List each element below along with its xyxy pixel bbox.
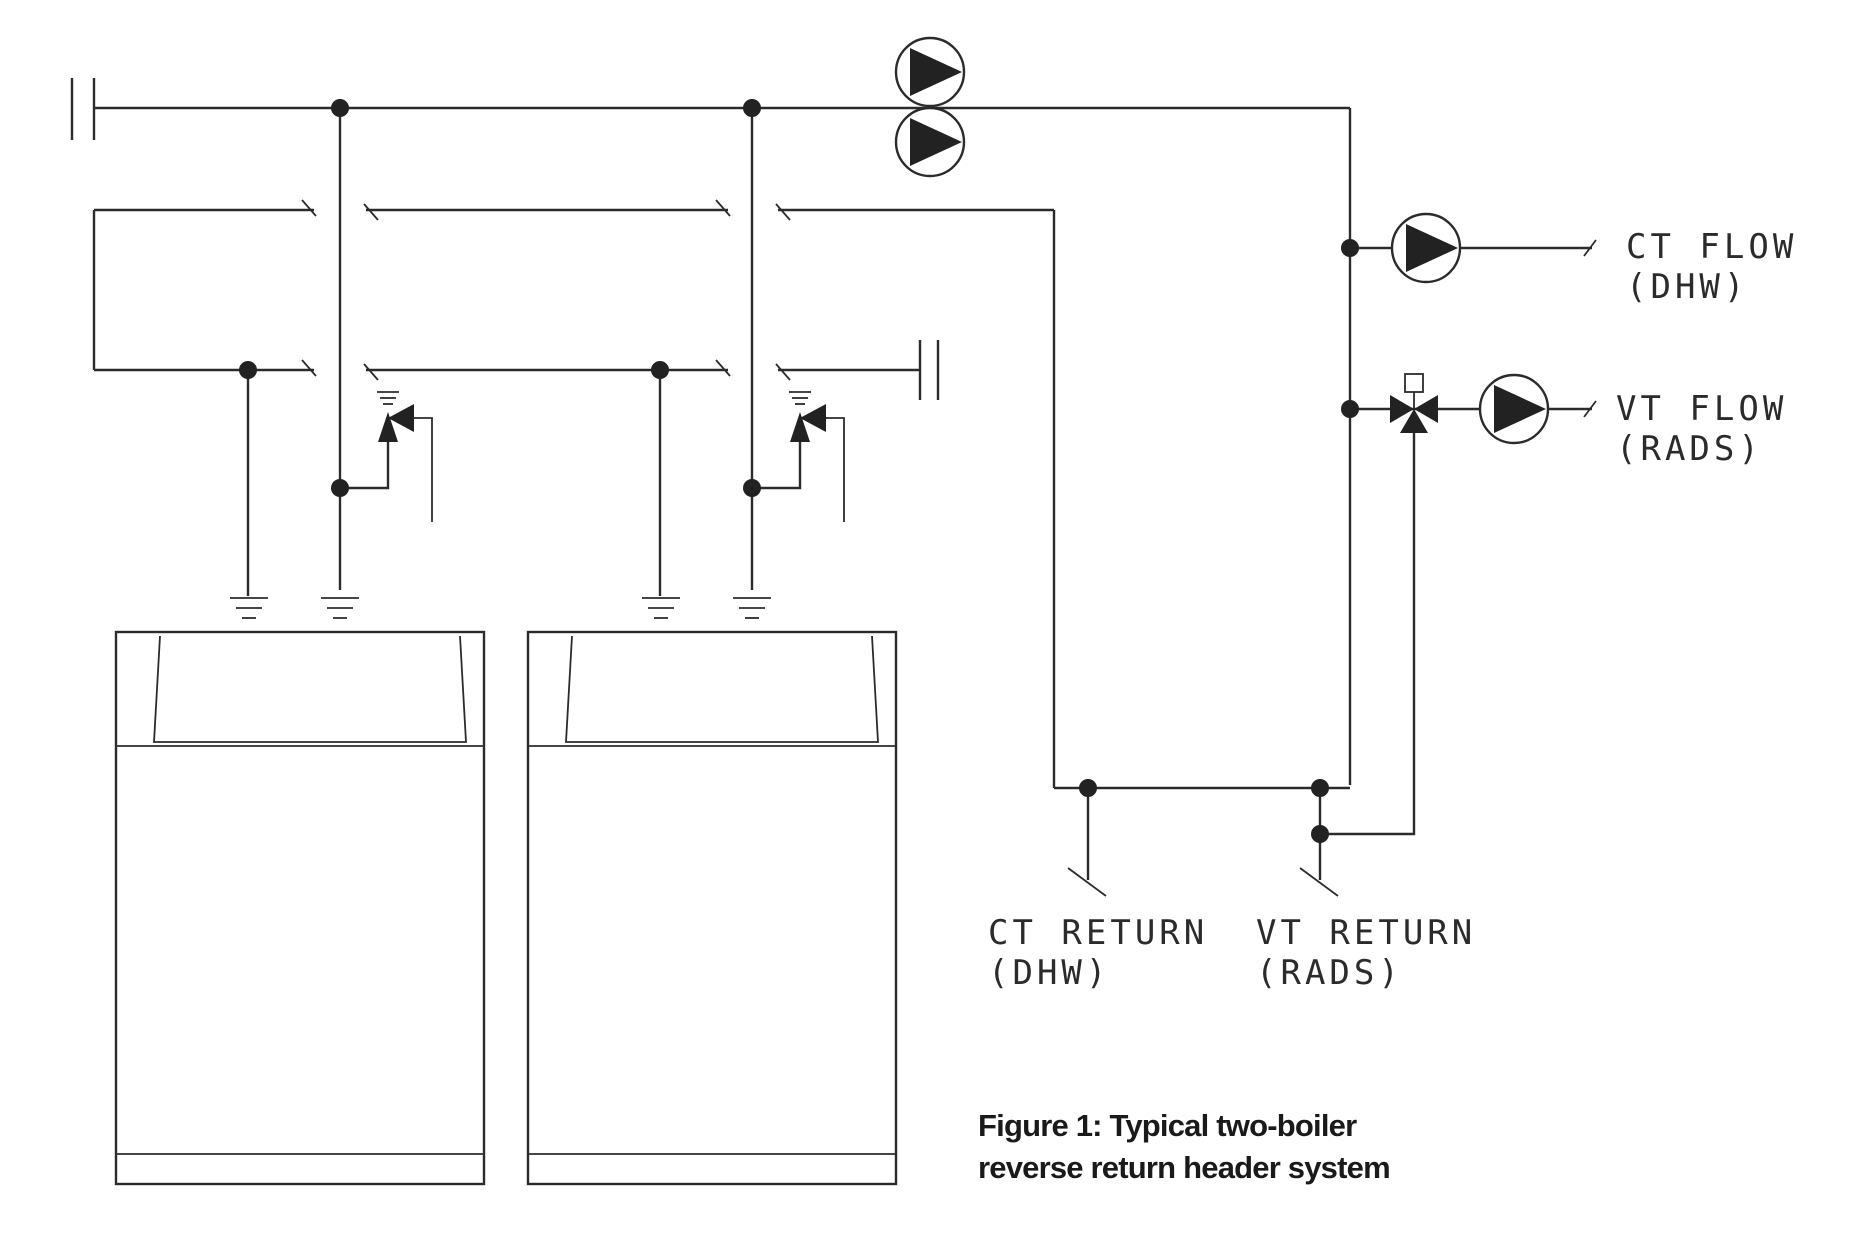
vt-flow-label: VT FLOW [1616, 389, 1787, 429]
junction-dots [239, 99, 1359, 843]
figure-caption: Figure 1: Typical two-boiler reverse ret… [978, 1105, 1538, 1189]
ct-flow-label: CT FLOW [1626, 227, 1797, 267]
ct-flow-sublabel: (DHW) [1626, 267, 1748, 307]
primary-pump-1 [894, 36, 966, 108]
ct-flow-branch [1350, 212, 1597, 284]
caption-line-2: reverse return header system [978, 1150, 1391, 1185]
boiler-2 [526, 630, 898, 1186]
ct-return-sublabel: (DHW) [988, 953, 1110, 993]
return-header [92, 199, 1350, 790]
vt-return-sublabel: (RADS) [1256, 953, 1403, 993]
mixing-valve [1320, 373, 1438, 836]
ct-return-outlet [1067, 788, 1107, 897]
boiler-1-connections [230, 108, 390, 619]
caption-line-1: Figure 1: Typical two-boiler [978, 1108, 1357, 1143]
boiler-1 [114, 630, 486, 1186]
relief-valve-1 [377, 391, 433, 522]
vt-flow-branch [1350, 373, 1597, 445]
vt-flow-sublabel: (RADS) [1616, 429, 1763, 469]
vt-return-label: VT RETURN [1256, 913, 1476, 953]
ct-return-label: CT RETURN [988, 913, 1208, 953]
boiler-2-connections [642, 108, 802, 619]
primary-pump-2 [894, 106, 966, 178]
flow-header [70, 78, 1352, 785]
relief-valve-2 [789, 391, 845, 522]
